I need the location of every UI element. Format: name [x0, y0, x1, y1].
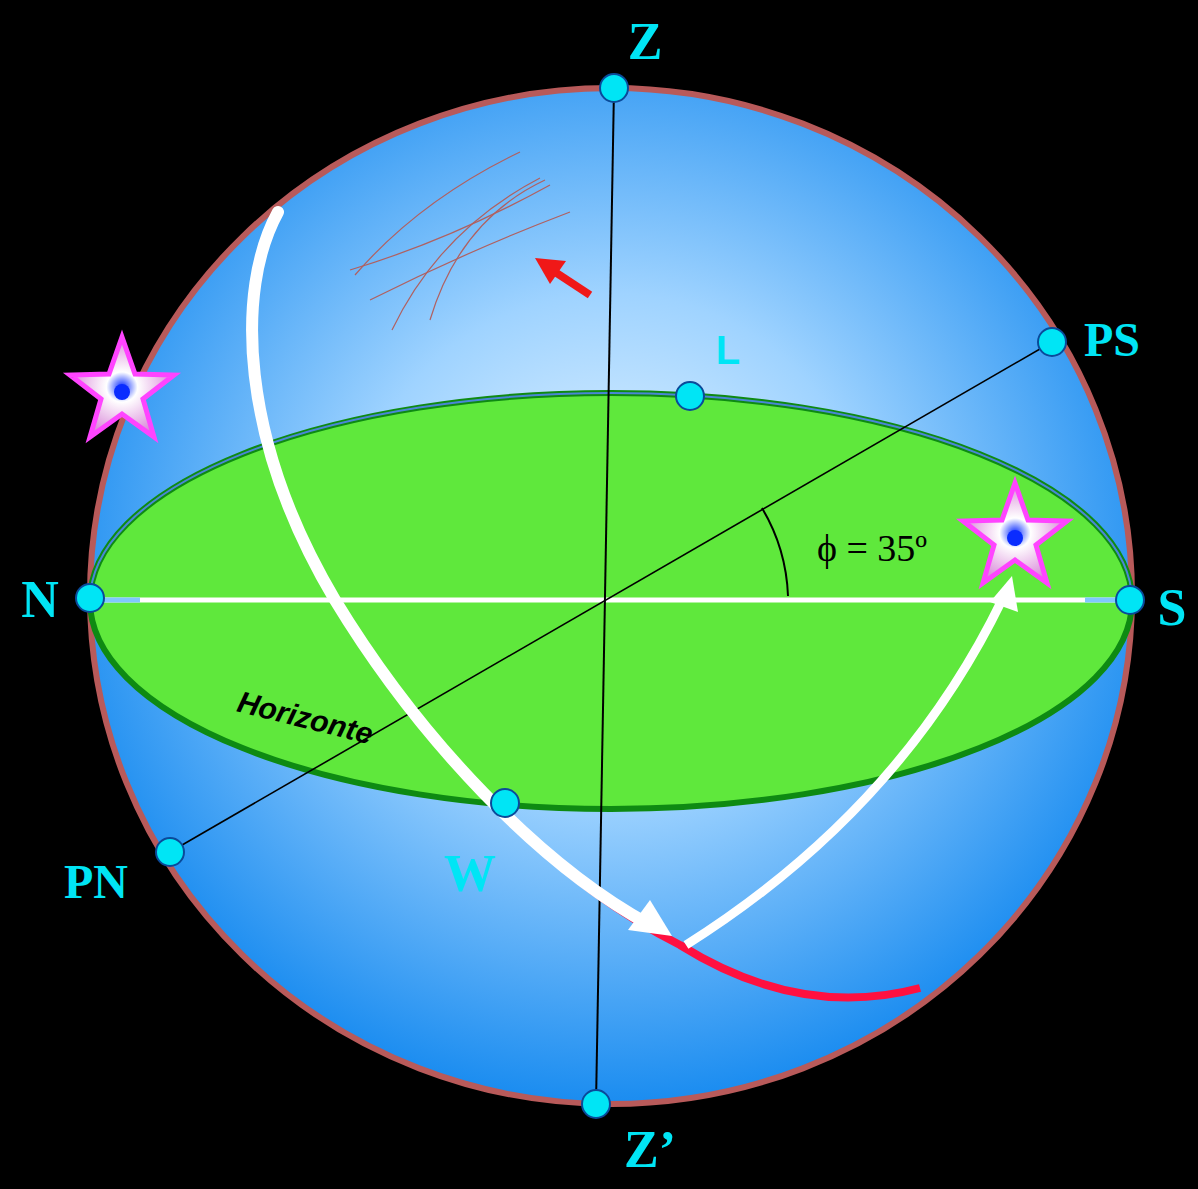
sphere: [90, 88, 1132, 1104]
star-path-below: [505, 815, 920, 998]
points: [76, 74, 1144, 1118]
point-label: L: [716, 330, 740, 370]
arrow-shaft: [552, 270, 590, 295]
horizon-far-edge: [90, 393, 1132, 601]
arrow-head: [990, 576, 1018, 612]
star-core: [1007, 530, 1023, 546]
horizon-plane: [90, 393, 1132, 809]
star: [70, 337, 174, 437]
grid-line: [350, 185, 550, 270]
star-core: [114, 384, 130, 400]
point-dot: [1116, 586, 1144, 614]
point-dot: [582, 1090, 610, 1118]
angle-label: ϕ = 35º: [817, 529, 927, 567]
pole-label: PS: [1084, 316, 1140, 364]
point-dot: [491, 789, 519, 817]
polar-axis: [170, 342, 1052, 852]
latitude-angle-arc: [762, 508, 788, 596]
star: [963, 483, 1067, 583]
point-dot: [76, 584, 104, 612]
cardinal-label: W: [444, 848, 496, 900]
white-arrow: [686, 600, 1002, 945]
point-dot: [600, 74, 628, 102]
grid-line: [392, 178, 540, 330]
nadir-label: Z’: [624, 1124, 676, 1176]
star-shape: [70, 337, 174, 437]
meridian-line: [95, 598, 1128, 603]
grid-line: [430, 180, 545, 320]
white-arrow: [252, 212, 650, 925]
arrow-head: [628, 900, 672, 936]
red-arrow: [535, 258, 590, 295]
grid-lines: [350, 152, 570, 330]
zenith-label: Z: [628, 16, 663, 68]
horizon-label: Horizonte: [234, 687, 375, 750]
point-dot: [1038, 328, 1066, 356]
grid-line: [370, 212, 570, 300]
point-dot: [676, 382, 704, 410]
pole-label: PN: [64, 858, 128, 906]
cardinal-label: N: [21, 574, 59, 626]
star-shape: [963, 483, 1067, 583]
point-dot: [156, 838, 184, 866]
arrow-head: [535, 258, 566, 284]
cardinal-label: S: [1158, 582, 1187, 634]
